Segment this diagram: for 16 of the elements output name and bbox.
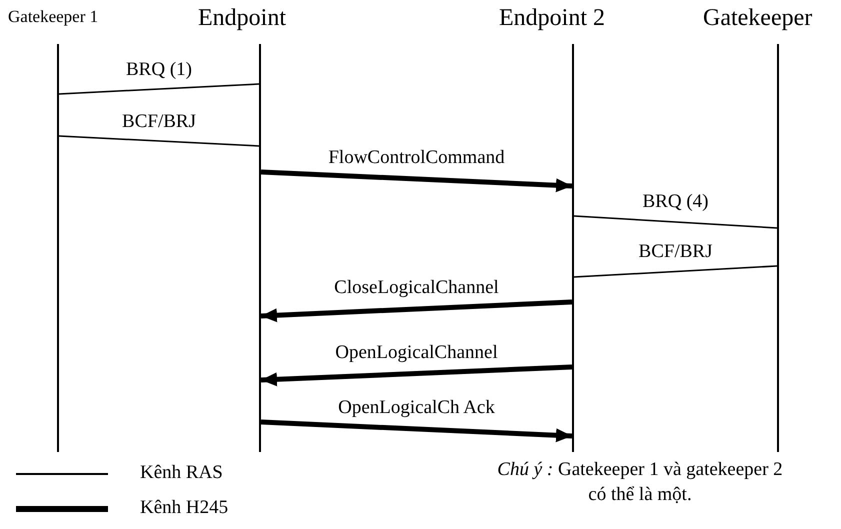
edge-label: BRQ (1) [124, 60, 194, 79]
note-text: Chú ý : Gatekeeper 1 và gatekeeper 2 có thể là một. [496, 458, 784, 507]
participant-label: Gatekeeper 1 [8, 8, 98, 25]
message-arrow [260, 420, 572, 442]
edge-label: OpenLogicalCh Ack [336, 398, 497, 417]
edge-label: CloseLogicalChannel [332, 278, 501, 297]
participant-label: Gatekeeper [703, 6, 812, 30]
edge-label: BRQ (4) [640, 192, 710, 211]
edge-label: OpenLogicalChannel [333, 343, 500, 362]
participant-label: Endpoint 2 [499, 6, 605, 30]
message-arrow [260, 170, 572, 192]
participant-label: Endpoint [198, 6, 286, 30]
legend-text: Kênh H245 [140, 498, 228, 517]
legend-text: Kênh RAS [140, 463, 223, 482]
message-arrow [260, 300, 572, 322]
message-arrow [260, 364, 572, 386]
